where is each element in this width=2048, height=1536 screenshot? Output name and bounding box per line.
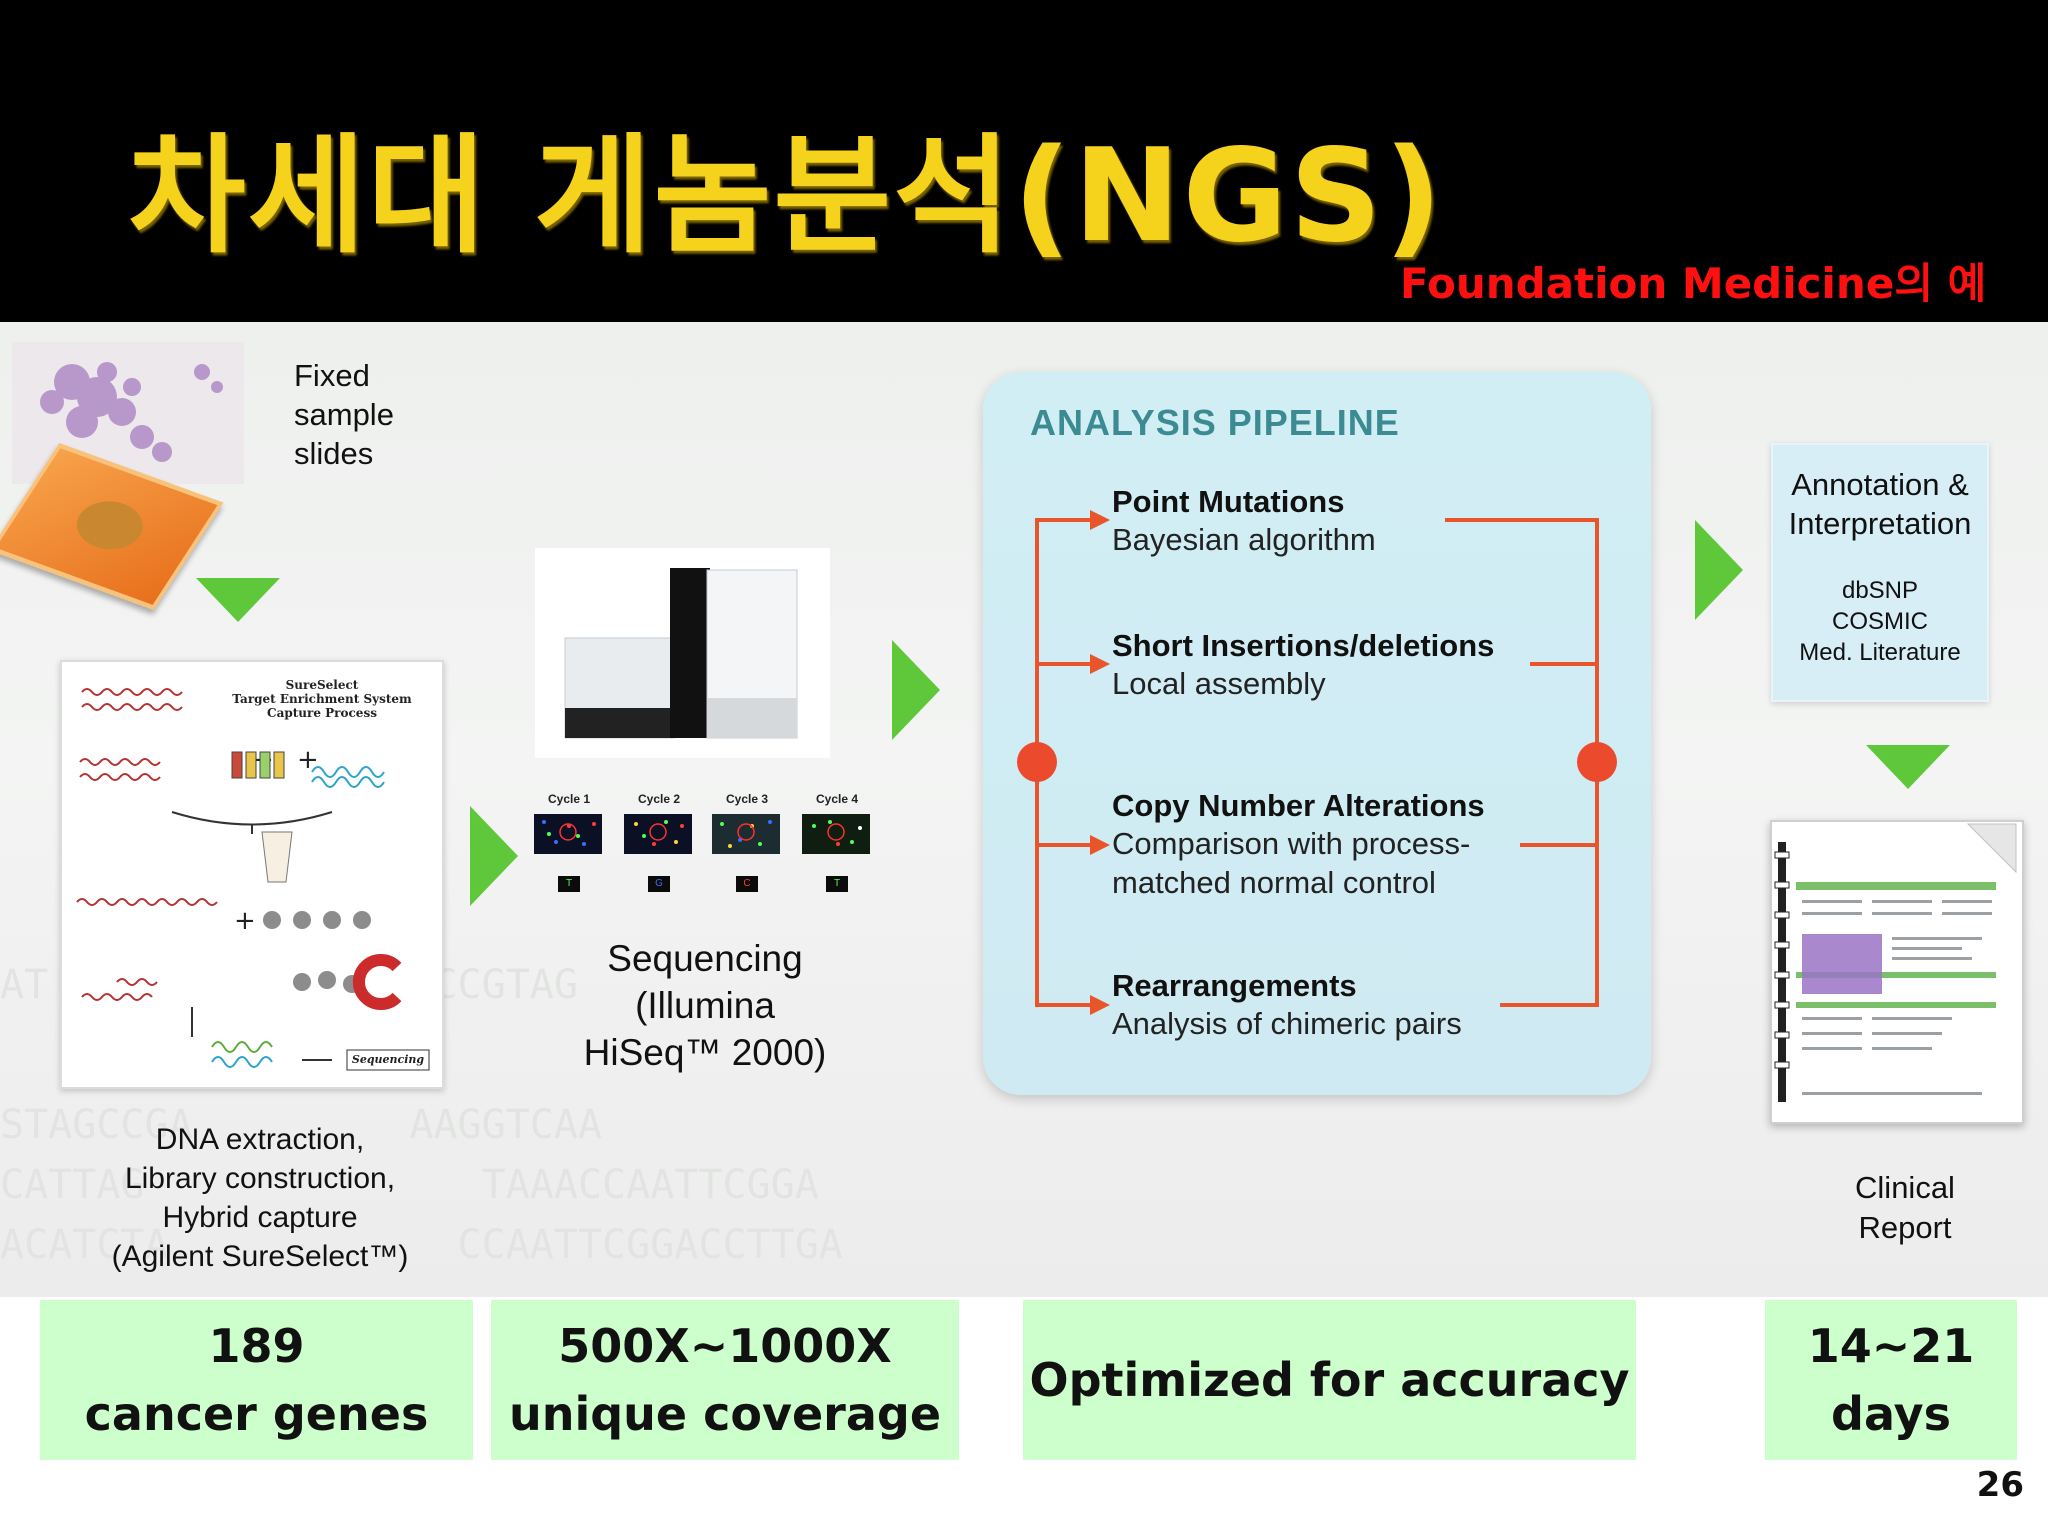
cycle-label: Cycle 1 [547, 792, 591, 806]
sureselect-figure: SureSelect Target Enrichment System Capt… [60, 660, 444, 1089]
stat-box: 189 cancer genes [40, 1300, 473, 1460]
stat-box: 500X~1000X unique coverage [491, 1300, 959, 1460]
svg-text:+: + [234, 906, 256, 936]
arrow-down-icon [1866, 745, 1950, 789]
cycle-image [802, 814, 870, 854]
stat-caption: cancer genes [84, 1387, 429, 1441]
pipeline-item-desc: Analysis of chimeric pairs [1112, 1006, 1462, 1041]
annotation-title: Annotation & Interpretation [1788, 467, 1972, 541]
arrow-right-icon [1695, 520, 1743, 620]
hiseq-sequencer-image [535, 548, 830, 758]
stat-caption: unique coverage [508, 1387, 942, 1441]
stat-box: 14~21 days [1765, 1300, 2017, 1460]
pipeline-item-name: Copy Number Alterations [1112, 788, 1485, 823]
pipeline-title: ANALYSIS PIPELINE [1030, 402, 1400, 443]
clinical-report-document [1770, 820, 2024, 1124]
slide-title: 차세대 게놈분석(NGS) [128, 122, 1445, 271]
stat-box: Optimized for accuracy [1023, 1300, 1636, 1460]
arrow-right-icon [470, 806, 518, 906]
cycle-images: Cycle 1 Cycle 2 Cycle 3 Cycle 4 T G C T [534, 792, 884, 902]
pipeline-item-desc: Local assembly [1112, 666, 1326, 701]
pipeline-item-desc: matched normal control [1112, 865, 1436, 900]
cycle-label: Cycle 4 [815, 792, 859, 806]
cycle-image [712, 814, 780, 854]
stat-value: Optimized for accuracy [1029, 1353, 1630, 1407]
sequencing-box-label: Sequencing [351, 1053, 425, 1066]
cycle-image [624, 814, 692, 854]
sequencing-label: Sequencing (Illumina HiSeq™ 2000) [583, 938, 827, 1073]
slide-subtitle: Foundation Medicine의 예 [1400, 259, 1987, 308]
base-call: T [558, 876, 580, 892]
pipeline-item-desc: Bayesian algorithm [1112, 522, 1376, 557]
pipeline-item-desc: Comparison with process- [1112, 826, 1471, 861]
slides-label: Fixed sample slides [294, 358, 394, 471]
clinical-report-label: Clinical Report [1855, 1170, 1955, 1245]
pipeline-item-name: Point Mutations [1112, 484, 1345, 519]
stat-value: 500X~1000X [558, 1319, 892, 1373]
pipeline-item: Copy Number Alterations Comparison with … [1112, 788, 1485, 902]
cycle-image [534, 814, 602, 854]
cycle-label: Cycle 2 [637, 792, 681, 806]
svg-text:+: + [297, 745, 319, 775]
pipeline-item: Point Mutations Bayesian algorithm [1112, 484, 1376, 559]
annotation-box: Annotation & Interpretation dbSNP COSMIC… [1771, 443, 1989, 702]
arrow-right-icon [892, 640, 940, 740]
stat-value: 14~21 [1807, 1319, 1975, 1373]
analysis-pipeline-panel [983, 372, 1651, 1095]
pipeline-item-name: Short Insertions/deletions [1112, 628, 1495, 663]
library-label: DNA extraction, Library construction, Hy… [111, 1123, 409, 1273]
arrow-down-icon [196, 578, 280, 622]
annotation-sources: dbSNP COSMIC Med. Literature [1799, 577, 1961, 666]
base-call: C [736, 876, 758, 892]
stat-value: 189 [208, 1319, 305, 1373]
stat-caption: days [1831, 1387, 1951, 1441]
base-call: G [648, 876, 670, 892]
pipeline-item: Rearrangements Analysis of chimeric pair… [1112, 968, 1462, 1043]
page-number: 26 [1976, 1465, 2024, 1505]
pipeline-bracket [1017, 510, 1617, 1015]
base-call: T [826, 876, 848, 892]
pipeline-item: Short Insertions/deletions Local assembl… [1112, 628, 1494, 703]
pipeline-item-name: Rearrangements [1112, 968, 1357, 1003]
slide-header [0, 0, 2048, 322]
cycle-label: Cycle 3 [725, 792, 769, 806]
